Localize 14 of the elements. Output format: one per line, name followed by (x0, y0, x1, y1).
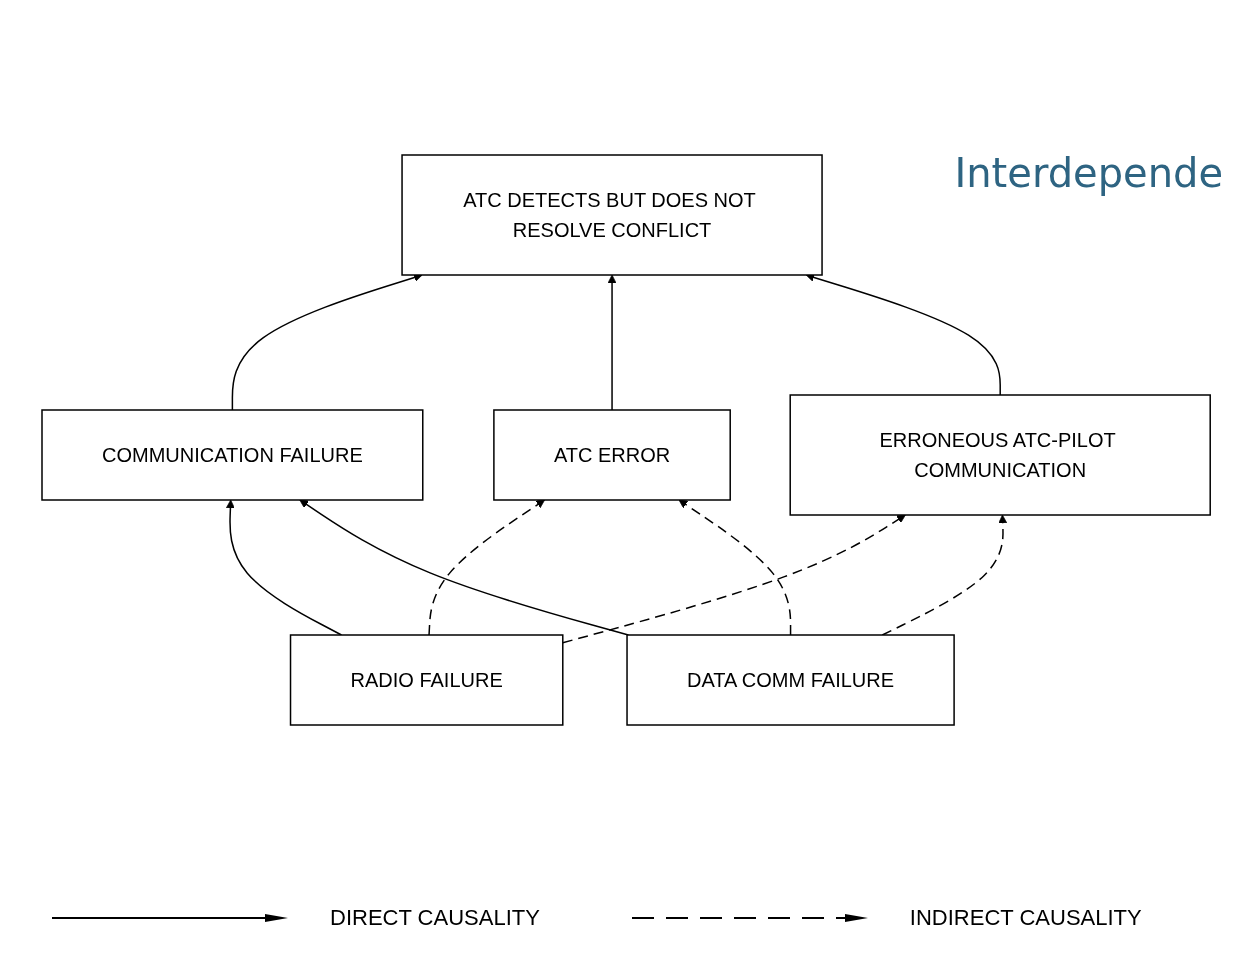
arrow (608, 274, 617, 411)
arrow (226, 499, 343, 636)
legend-text: DIRECT CAUSALITY (330, 905, 540, 931)
node-box: ATC ERROR (493, 409, 732, 501)
node-box: RADIO FAILURE (290, 634, 564, 726)
legend-text: INDIRECT CAUSALITY (909, 905, 1142, 931)
arrow (428, 499, 546, 636)
node-box: ERRONEOUS ATC-PILOT COMMUNICATION (789, 394, 1212, 516)
node-box: DATA COMM FAILURE (626, 634, 956, 726)
heading-text: Interdepende (954, 150, 1223, 196)
arrow (881, 514, 1008, 636)
arrow (679, 499, 792, 636)
node-box: ATC DETECTS BUT DOES NOT RESOLVE CONFLICT (401, 154, 824, 276)
node-box: COMMUNICATION FAILURE (41, 409, 424, 501)
